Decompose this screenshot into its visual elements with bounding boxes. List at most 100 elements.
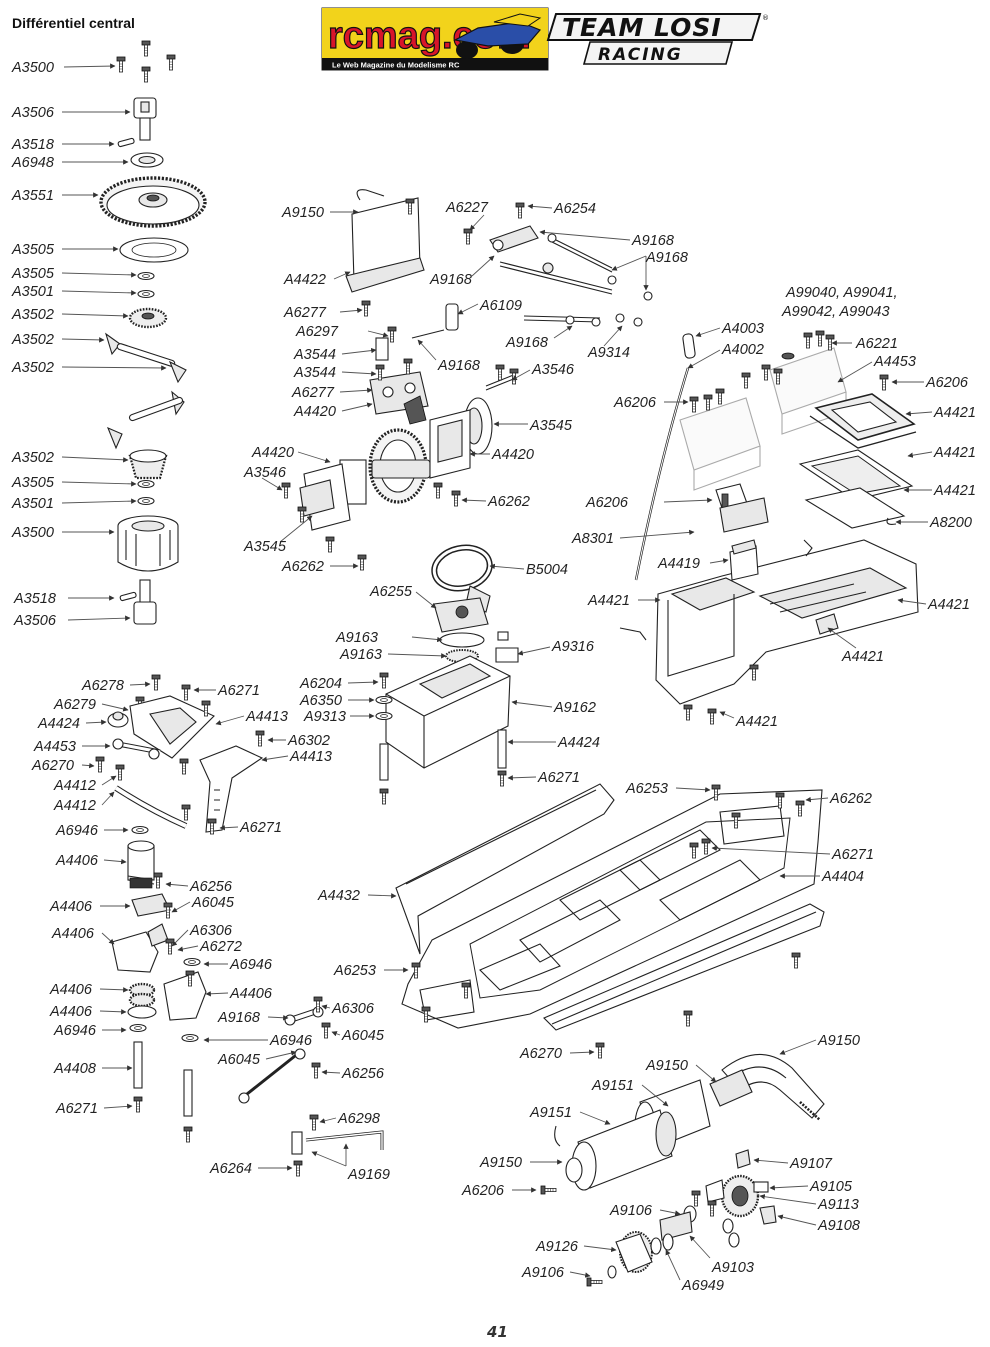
part-label: A3502 [11,332,54,348]
part-label: A3505 [11,475,55,491]
part-label: A6262 [487,494,530,510]
part-label: A6270 [519,1046,562,1062]
part-label: A6946 [53,1023,97,1039]
part-label: A3546 [243,465,287,481]
diff-outdrive-top [133,97,157,141]
part-label: A6045 [191,895,235,911]
part-label: A4406 [49,982,93,998]
chassis-guard-right [543,903,825,1031]
svg-text:®: ® [762,14,769,22]
part-label: A3502 [11,307,54,323]
part-label: A9106 [609,1203,653,1219]
part-label: A6270 [31,758,74,774]
part-label: A6045 [217,1052,261,1068]
part-label: A6271 [537,770,580,786]
part-label: A9126 [535,1239,579,1255]
part-label: A6297 [295,324,339,340]
radio-box-seal [798,449,914,501]
part-label: A9151 [591,1078,634,1094]
part-label: A6271 [831,847,874,863]
part-label: A6271 [55,1101,98,1117]
part-label: A4413 [289,749,332,765]
section-title: Différentiel central [12,15,135,31]
part-label: A4421 [933,445,976,461]
part-label: A6278 [81,678,124,694]
fuel-tank-body [385,655,511,769]
part-label: A6221 [855,336,898,352]
part-label: A3500 [11,525,54,541]
part-label: A6279 [53,697,96,713]
part-label: A8200 [929,515,972,531]
part-label: A3505 [11,266,55,282]
page-number: 41 [486,1323,508,1341]
part-label: A6253 [333,963,376,979]
rcmag-tagline: Le Web Magazine du Modelisme RC [332,61,460,70]
part-label: A6264 [209,1161,252,1177]
part-label: A6227 [445,200,489,216]
part-label: A6302 [287,733,330,749]
part-label: A9108 [817,1218,860,1234]
diff-gear-small-top [128,307,168,329]
part-label: A9316 [551,639,595,655]
part-label: A9150 [645,1058,688,1074]
part-label: A9168 [631,233,674,249]
clutch-bell [720,1174,760,1218]
chassis-group [395,783,825,1059]
steering-linkage-group [281,189,653,571]
part-label: A3518 [11,137,54,153]
part-label: A3501 [11,284,54,300]
bellcrank-group [95,674,384,1177]
part-label: A4421 [587,593,630,609]
part-label: A6948 [11,155,54,171]
center-differential-group [99,40,207,625]
part-label: A4412 [53,778,96,794]
part-label: A6206 [613,395,657,411]
part-label: A9168 [645,250,688,266]
part-label: A9169 [347,1167,390,1183]
part-label: A6946 [269,1033,313,1049]
part-label: A6298 [337,1111,380,1127]
diff-outdrive-bottom [133,579,157,625]
part-label: A3501 [11,496,54,512]
part-label: A6206 [585,495,629,511]
part-label: A3505 [11,242,55,258]
part-label: A4002 [721,342,764,358]
part-label: A3545 [243,539,287,555]
part-label: A9107 [789,1156,833,1172]
part-label: A6109 [479,298,522,314]
servo-saver-post [199,745,264,833]
part-label: A6277 [283,305,327,321]
diff-gasket [119,237,189,263]
svg-text:RACING: RACING [598,45,683,65]
part-label: A4408 [53,1061,96,1077]
part-label: A3518 [13,591,56,607]
center-diff-spur-mount [339,409,471,505]
part-label: A6306 [331,1001,375,1017]
part-label: A9151 [529,1105,572,1121]
svg-text:TEAM LOSI: TEAM LOSI [562,13,722,42]
part-label: A9105 [809,1179,853,1195]
part-label: A6045 [341,1028,385,1044]
exhaust-clutch-group [540,1053,825,1287]
team-losi-logo: TEAM LOSI RACING ® [546,13,769,65]
chassis-plate [401,789,823,1029]
part-label: A4424 [37,716,80,732]
part-label: A3502 [11,450,54,466]
diff-gear-large [128,449,168,480]
part-label: A3545 [529,418,573,434]
part-label: A3551 [11,188,54,204]
receiver-box-tray [655,539,919,705]
part-label: A99040, A99041, [785,285,898,301]
part-label: A4424 [557,735,600,751]
part-label: A4406 [49,899,93,915]
spur-gear [99,176,207,228]
part-label: A6271 [217,683,260,699]
part-label: A4413 [245,709,288,725]
part-label: A9150 [281,205,324,221]
part-label: A9113 [817,1197,859,1213]
part-label: A4421 [933,483,976,499]
part-label: A9314 [587,345,630,361]
part-label: A3544 [293,347,336,363]
part-label: A3506 [13,613,57,629]
